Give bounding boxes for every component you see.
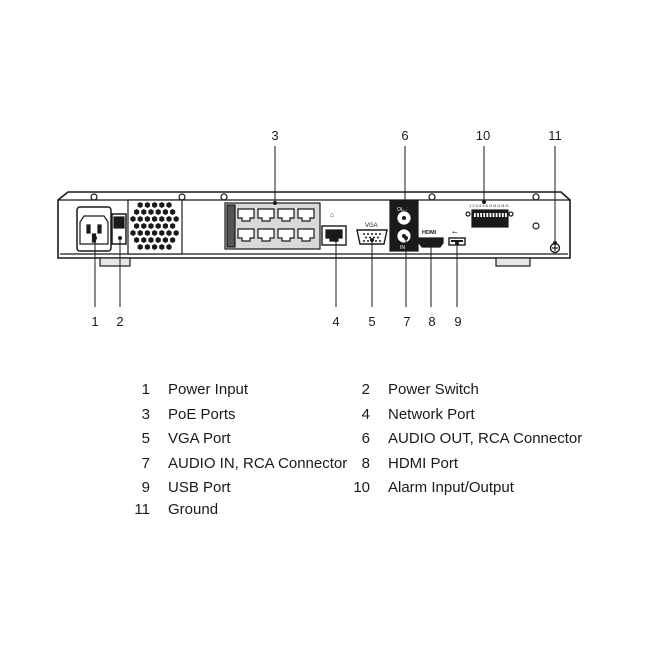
poe-port — [257, 208, 275, 222]
callout-6: 6 — [401, 128, 408, 143]
poe-ports — [224, 202, 321, 250]
vga-port: VGA — [356, 223, 388, 245]
audio-in-label: IN — [400, 245, 405, 251]
callout-numbers: 3 6 10 11 1 2 4 5 7 8 9 — [91, 128, 561, 329]
callout-10: 10 — [476, 128, 490, 143]
audio-out-label: OUT — [397, 207, 408, 213]
poe-port — [237, 208, 255, 222]
leader-lines — [93, 146, 557, 307]
foot-left — [99, 257, 131, 267]
fan-grille — [127, 199, 183, 255]
callout-7: 7 — [403, 314, 410, 329]
callout-5: 5 — [368, 314, 375, 329]
screw-icon — [532, 193, 540, 201]
foot-right — [495, 257, 531, 267]
callout-4: 4 — [332, 314, 339, 329]
screw-icon — [90, 193, 98, 201]
callout-1: 1 — [91, 314, 98, 329]
power-input — [76, 206, 112, 252]
callout-3: 3 — [271, 128, 278, 143]
svg-text:1 2 3 4 5 6 G N G N G: 1 2 3 4 5 6 G N G N G — [469, 203, 509, 208]
vga-label: VGA — [365, 223, 378, 229]
screw-icon — [532, 222, 540, 230]
poe-port — [277, 228, 295, 242]
svg-text:⌂: ⌂ — [330, 212, 334, 219]
poe-port — [297, 228, 315, 242]
callout-11: 11 — [548, 128, 562, 143]
callout-8: 8 — [428, 314, 435, 329]
power-switch — [111, 213, 127, 245]
poe-port — [297, 208, 315, 222]
poe-port — [237, 228, 255, 242]
alarm-terminal: 1 2 3 4 5 6 G N G N G — [465, 203, 514, 228]
poe-port — [257, 228, 275, 242]
poe-port — [277, 208, 295, 222]
screw-icon — [428, 193, 436, 201]
callout-9: 9 — [454, 314, 461, 329]
usb-icon: ⭠ — [452, 229, 458, 236]
callout-2: 2 — [116, 314, 123, 329]
hdmi-label: HDMI — [422, 230, 437, 236]
screw-icon — [220, 193, 228, 201]
network-port: ⌂ — [321, 212, 347, 246]
